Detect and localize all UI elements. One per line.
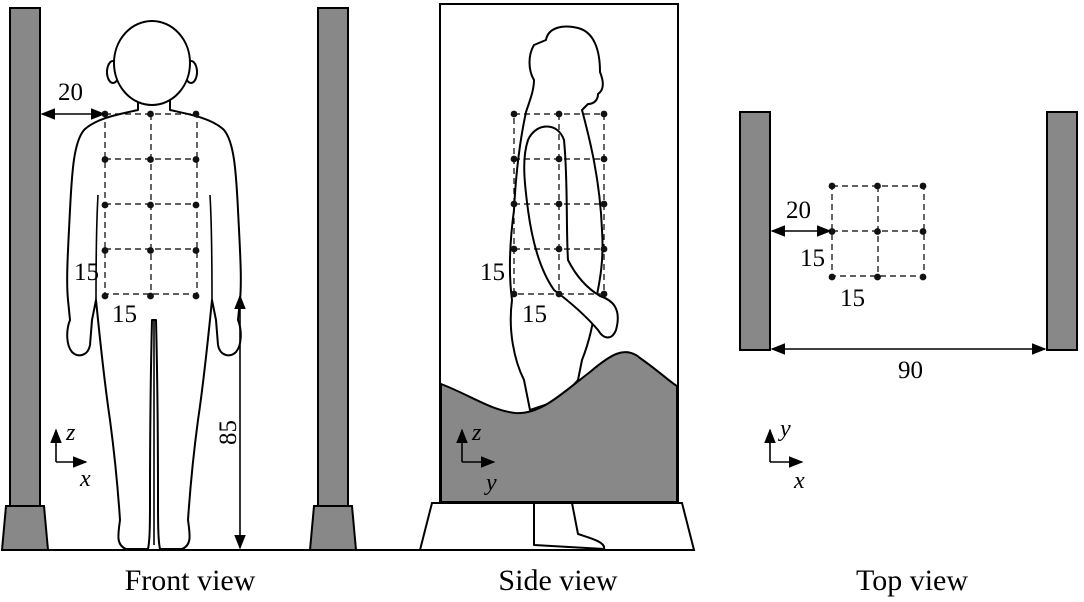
front-left-pillar [0,7,50,551]
side-measurement-point [510,200,518,208]
front-dim-left-label: 15 [74,259,99,286]
top-left-pillar [739,111,771,351]
side-measurement-point [555,200,563,208]
front-axis-v-label: z [65,420,76,446]
front-dim-top-label: 20 [58,79,83,106]
front-axes-icon: z x [50,420,91,492]
top-axis-v-label: y [778,416,791,442]
front-measurement-point [101,201,109,209]
top-measurement-point [919,273,927,281]
side-dim-left-label: 15 [480,259,505,286]
top-measurement-points [828,182,927,281]
top-view-caption: Top view [856,564,968,597]
top-measurement-point [874,182,881,190]
side-human-figure [508,25,619,411]
side-measurement-point [510,110,518,118]
side-measurement-point [600,200,608,208]
side-dim-bottom-label: 15 [522,301,547,328]
side-feet [533,502,606,550]
side-terrain-wave [440,351,678,503]
side-measurement-point [555,110,563,118]
front-view-caption: Front view [125,564,256,597]
side-measurement-point [555,155,563,163]
front-measurement-point [101,156,109,163]
top-axes-icon: y x [764,416,805,494]
side-view-panel: 15 15 z y Side view [418,3,696,597]
side-measurement-point [600,290,608,298]
front-measurement-point [147,247,154,254]
top-measurement-point [919,182,927,190]
side-measurement-point [600,155,608,163]
side-measurement-point [555,290,563,298]
side-measurement-point [510,290,518,298]
front-dim-bottom-label: 15 [112,301,137,328]
top-right-pillar [1046,111,1078,351]
top-measurement-point [919,228,927,235]
front-axis-h-label: x [79,466,91,492]
front-measurement-point [192,247,200,254]
top-view-panel: 20 15 15 90 y x Top view [739,111,1078,597]
top-dim-top-label: 20 [786,197,811,224]
top-axis-h-label: x [793,468,805,494]
top-measurement-point [874,228,881,235]
front-measurement-point [192,156,200,163]
top-dim-left-label: 15 [800,245,825,272]
front-measurement-point [147,156,154,163]
front-view-panel: 20 15 15 85 z x Front view [0,7,425,597]
front-measurement-point [192,201,200,209]
top-dim-width-label: 90 [898,357,923,384]
front-dim-height-label: 85 [215,420,242,445]
side-axes-icon: z y [456,420,497,496]
top-measurement-point [874,273,881,281]
front-measurement-point [192,292,200,300]
front-right-pillar [308,7,358,551]
top-dim-bottom-label: 15 [840,285,865,312]
top-measurement-point [828,182,836,190]
front-measurement-point [101,247,109,254]
side-measurement-point [510,155,518,163]
side-measurement-point [555,245,563,253]
side-axis-h-label: y [484,470,497,496]
side-measurement-point [600,110,608,118]
top-measurement-point [828,273,836,281]
side-view-caption: Side view [498,564,617,597]
side-measurement-points [510,110,608,298]
side-axis-v-label: z [471,420,482,446]
side-measurement-point [510,245,518,253]
front-measurement-point [101,292,109,300]
front-measurement-point [147,110,154,118]
front-measurement-point [147,201,154,209]
front-measurement-point [192,110,200,118]
front-measurement-point [147,292,154,300]
side-measurement-point [600,245,608,253]
front-measurement-points [101,110,200,300]
